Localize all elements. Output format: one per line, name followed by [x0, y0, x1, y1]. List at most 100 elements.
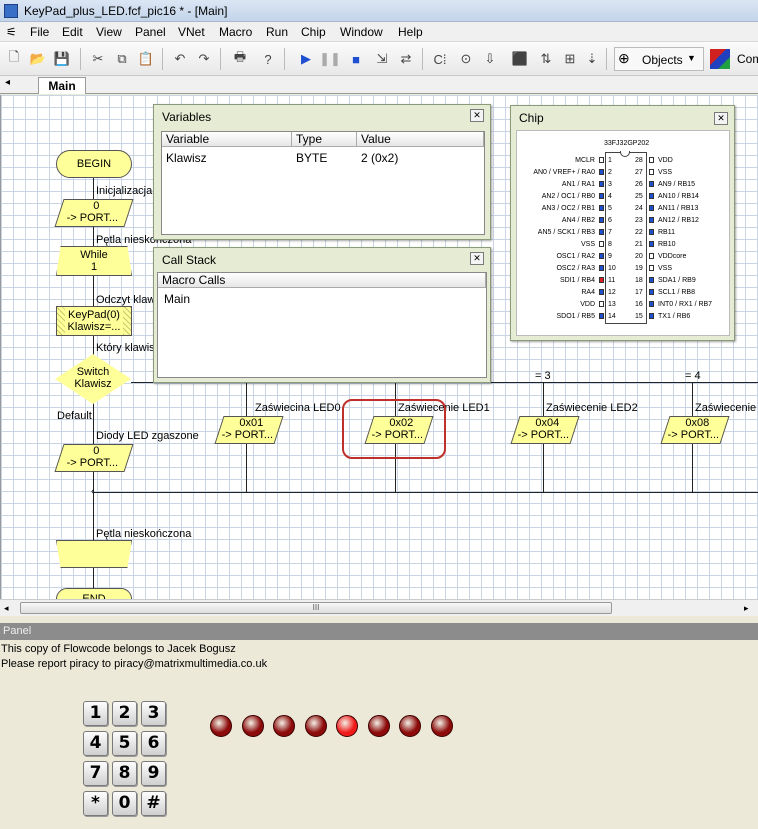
keypad-key[interactable]: 9 [141, 761, 166, 786]
scroll-thumb[interactable]: III [20, 602, 612, 614]
distribute-icon[interactable]: ⇅ [540, 51, 552, 66]
help-icon[interactable]: ? [264, 51, 272, 67]
grid-icon[interactable]: ⊞ [564, 51, 576, 66]
run-icon[interactable]: ▶ [301, 51, 311, 66]
menu-edit[interactable]: Edit [62, 25, 83, 39]
variable-name-cell[interactable]: Klawisz [166, 151, 207, 165]
chip-pin-indicator[interactable] [649, 229, 654, 235]
keypad-key[interactable]: * [83, 791, 108, 816]
chip-pin-indicator[interactable] [599, 289, 604, 295]
chip-pin-indicator[interactable] [649, 301, 654, 307]
column-header[interactable]: Value [357, 132, 484, 147]
keypad-macro-block[interactable]: KeyPad(0)Klawisz=... [56, 306, 132, 336]
pause-icon[interactable]: ❚❚ [319, 51, 341, 66]
chip-pin-indicator[interactable] [649, 169, 654, 175]
menu-panel[interactable]: Panel [135, 25, 166, 39]
chip-pin-indicator[interactable] [649, 289, 654, 295]
align-icon[interactable]: ⬛ [511, 51, 529, 66]
keypad-key[interactable]: 8 [112, 761, 137, 786]
system-menu-icon[interactable]: ⚟ [6, 25, 17, 39]
horizontal-scrollbar[interactable]: ◂ III ▸ [0, 599, 758, 616]
keypad-key[interactable]: # [141, 791, 166, 816]
case3-output-block[interactable]: 0x04-> PORT... [510, 416, 580, 444]
stop-icon[interactable]: ■ [352, 51, 360, 67]
column-header[interactable]: Type [292, 132, 357, 147]
close-icon[interactable]: ✕ [714, 112, 728, 125]
tab-scroll-left-icon[interactable]: ◂ [5, 77, 11, 88]
chip-pin-indicator[interactable] [599, 277, 604, 283]
download-icon[interactable]: ⇩ [484, 51, 496, 66]
end-terminal[interactable]: END [56, 588, 132, 599]
column-header[interactable]: Variable [162, 132, 292, 147]
keypad-key[interactable]: 6 [141, 731, 166, 756]
chip-pin-indicator[interactable] [599, 193, 604, 199]
menu-help[interactable]: Help [398, 25, 423, 39]
menu-view[interactable]: View [96, 25, 122, 39]
keypad-key[interactable]: 5 [112, 731, 137, 756]
snap-icon[interactable]: ⇣ [586, 51, 598, 66]
step-into-icon[interactable]: ⇲ [376, 51, 388, 66]
chip-pin-indicator[interactable] [599, 229, 604, 235]
cut-icon[interactable]: ✂ [92, 51, 104, 66]
tab-main[interactable]: Main [38, 77, 86, 94]
menu-vnet[interactable]: VNet [178, 25, 205, 39]
keypad-key[interactable]: 2 [112, 701, 137, 726]
step-over-icon[interactable]: ⇄ [400, 51, 412, 66]
chip-pin-indicator[interactable] [649, 277, 654, 283]
chip-pin-indicator[interactable] [599, 241, 604, 247]
chip-pin-indicator[interactable] [649, 217, 654, 223]
chip-pin-indicator[interactable] [649, 265, 654, 271]
keypad-key[interactable]: 0 [112, 791, 137, 816]
paste-icon[interactable]: 📋 [137, 51, 155, 66]
close-icon[interactable]: ✕ [470, 109, 484, 122]
column-header[interactable]: Macro Calls [158, 273, 486, 288]
save-icon[interactable]: 💾 [53, 51, 71, 66]
open-folder-icon[interactable]: 📂 [29, 51, 47, 66]
copy-icon[interactable]: ⧉ [117, 51, 127, 66]
menu-macro[interactable]: Macro [219, 25, 253, 39]
chip-pin-indicator[interactable] [649, 193, 654, 199]
objects-dropdown[interactable]: ⊕ Objects ▼ [614, 47, 704, 71]
keypad-key[interactable]: 4 [83, 731, 108, 756]
chip-pin-indicator[interactable] [599, 301, 604, 307]
close-icon[interactable]: ✕ [470, 252, 484, 265]
chip-pin-indicator[interactable] [649, 205, 654, 211]
keypad-key[interactable]: 3 [141, 701, 166, 726]
undo-icon[interactable]: ↶ [174, 51, 186, 66]
default-output-block[interactable]: 0-> PORT... [54, 444, 134, 472]
keypad-key[interactable]: 1 [83, 701, 108, 726]
compile-c-icon[interactable]: C⁞ [433, 51, 447, 67]
menu-chip[interactable]: Chip [301, 25, 326, 39]
menu-file[interactable]: File [30, 25, 50, 39]
chip-pin-indicator[interactable] [599, 313, 604, 319]
print-icon[interactable]: 🖶 [233, 49, 247, 64]
chip-pin-indicator[interactable] [599, 169, 604, 175]
components-label[interactable]: Com [737, 52, 758, 66]
chip-pin-indicator[interactable] [649, 157, 654, 163]
redo-icon[interactable]: ↷ [198, 51, 210, 66]
chip-pin-indicator[interactable] [649, 241, 654, 247]
case1-output-block[interactable]: 0x01-> PORT... [214, 416, 284, 444]
components-icon[interactable] [710, 49, 730, 69]
scroll-right-icon[interactable]: ▸ [744, 603, 749, 613]
menu-window[interactable]: Window [340, 25, 383, 39]
flowchart-canvas[interactable]: BEGIN Inicjalizacja 0-> PORT... Pętla ni… [0, 95, 758, 599]
new-file-icon[interactable]: 🗋 [8, 49, 20, 64]
chip-pin-indicator[interactable] [649, 253, 654, 259]
init-output-block[interactable]: 0-> PORT... [54, 199, 134, 227]
chip-pin-indicator[interactable] [599, 253, 604, 259]
variable-type-cell[interactable]: BYTE [296, 151, 328, 165]
keypad-key[interactable]: 7 [83, 761, 108, 786]
variable-value-cell[interactable]: 2 (0x2) [361, 151, 399, 165]
chip-pin-indicator[interactable] [649, 313, 654, 319]
scroll-left-icon[interactable]: ◂ [4, 603, 9, 613]
loop-end-block[interactable] [56, 540, 132, 568]
menu-run[interactable]: Run [266, 25, 289, 39]
chip-pin-indicator[interactable] [599, 205, 604, 211]
chip-pin-indicator[interactable] [649, 181, 654, 187]
begin-terminal[interactable]: BEGIN [56, 150, 132, 178]
call-stack-row[interactable]: Main [164, 292, 191, 306]
chip-pin-indicator[interactable] [599, 217, 604, 223]
